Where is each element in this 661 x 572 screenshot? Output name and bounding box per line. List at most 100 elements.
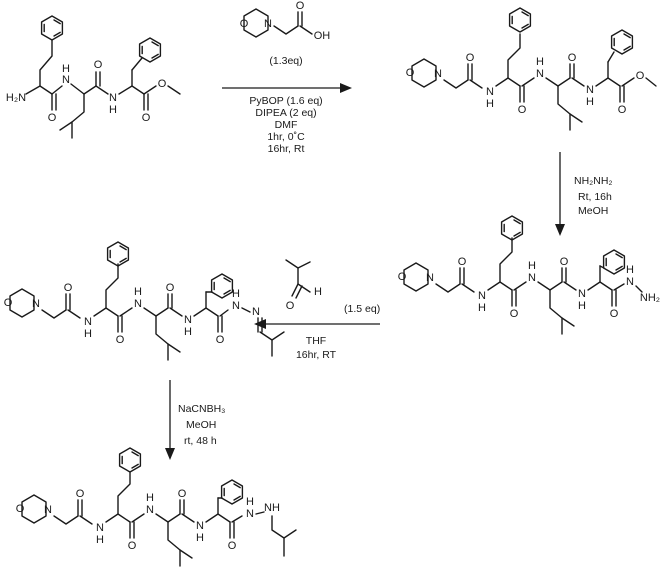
amide-n-label: N bbox=[109, 92, 117, 104]
molecule-starting-tripeptide: H₂N O N H O N H O O bbox=[6, 15, 181, 139]
molecule-alkyl-hydrazide-product: O N O N H O N H O N H O N H bbox=[16, 447, 297, 567]
amide-h-label: H bbox=[536, 56, 544, 68]
morpholine-o-label: O bbox=[406, 67, 415, 79]
hydrazide-hn-label: N bbox=[246, 508, 254, 520]
step-1-condition-line: 16hr, Rt bbox=[268, 143, 305, 155]
morpholine-n-label: N bbox=[426, 272, 434, 284]
amide-h-label: H bbox=[62, 63, 70, 75]
hydrazide-h-label: H bbox=[626, 264, 634, 276]
morpholine-o-label: O bbox=[240, 18, 249, 30]
carbonyl-o-label: O bbox=[76, 488, 85, 500]
amide-n-label: N bbox=[586, 84, 594, 96]
amide-h-label: H bbox=[586, 96, 594, 108]
amide-n-label: N bbox=[196, 520, 204, 532]
amide-n-label: N bbox=[84, 316, 92, 328]
step-4-condition-line: MeOH bbox=[186, 419, 216, 431]
carbonyl-o-label: O bbox=[216, 334, 225, 346]
amide-h-label: H bbox=[134, 286, 142, 298]
carbonyl-o-label: O bbox=[178, 488, 187, 500]
amide-h-label: H bbox=[528, 260, 536, 272]
amide-n-label: N bbox=[578, 288, 586, 300]
morpholine-o-label: O bbox=[398, 271, 407, 283]
morpholine-n-label: N bbox=[434, 68, 442, 80]
step-1-condition-line: 1hr, 0˚C bbox=[267, 131, 305, 143]
carbonyl-o-label: O bbox=[518, 104, 527, 116]
carbonyl-o-label: O bbox=[568, 52, 577, 64]
step-1-conditions: O N O OH (1.3eq) PyBOP (1.6 eq) DIPEA (2… bbox=[222, 0, 352, 155]
amide-n-label: N bbox=[96, 522, 104, 534]
amine-label: H₂N bbox=[6, 92, 26, 104]
acid-oh-label: OH bbox=[314, 30, 331, 42]
step-2-conditions: NH₂NH₂ Rt, 16h MeOH bbox=[555, 152, 612, 236]
amide-h-label: H bbox=[109, 104, 117, 116]
amide-n-label: N bbox=[536, 68, 544, 80]
step-1-condition-line: PyBOP (1.6 eq) bbox=[249, 95, 322, 107]
ester-o-label: O bbox=[158, 78, 167, 90]
hydrazone-nh-label: N bbox=[232, 300, 240, 312]
molecule-hydrazone: O N O N H O N H O N H O N H bbox=[4, 241, 285, 361]
amide-n-label: N bbox=[184, 314, 192, 326]
ester-o-label: O bbox=[142, 112, 151, 124]
carbonyl-o-label: O bbox=[94, 59, 103, 71]
amide-h-label: H bbox=[486, 98, 494, 110]
morpholine-o-label: O bbox=[4, 297, 13, 309]
morpholine-n-label: N bbox=[264, 18, 272, 30]
aldehyde-o-label: O bbox=[286, 300, 295, 312]
amide-h-label: H bbox=[146, 492, 154, 504]
step-1-condition-line: DMF bbox=[275, 119, 298, 131]
step-3-condition-line: 16hr, RT bbox=[296, 349, 337, 361]
amide-h-label: H bbox=[96, 534, 104, 546]
carbonyl-o-label: O bbox=[116, 334, 125, 346]
step-4-condition-line: NaCNBH₃ bbox=[178, 403, 225, 415]
carbonyl-o-label: O bbox=[466, 52, 475, 64]
carbonyl-o-label: O bbox=[610, 308, 619, 320]
hydrazide-n-label: N bbox=[626, 276, 634, 288]
hydrazone-n-label: N bbox=[252, 306, 260, 318]
carbonyl-o-label: O bbox=[48, 112, 57, 124]
step-2-condition-line: NH₂NH₂ bbox=[574, 175, 612, 187]
ester-o-label: O bbox=[618, 104, 627, 116]
step-3-condition-line: THF bbox=[306, 335, 326, 347]
amide-n-label: N bbox=[478, 290, 486, 302]
morpholine-n-label: N bbox=[32, 298, 40, 310]
amide-n-label: N bbox=[146, 504, 154, 516]
molecule-hydrazide: O N O N H O N H O N H O N H bbox=[398, 215, 660, 335]
amide-n-label: N bbox=[528, 272, 536, 284]
step-3-conditions: O H (1.5 eq) THF 16hr, RT bbox=[254, 259, 380, 361]
hydrazide-nh2-label: NH₂ bbox=[640, 292, 660, 304]
acid-o-label: O bbox=[296, 0, 305, 12]
amide-h-label: H bbox=[478, 302, 486, 314]
amide-h-label: H bbox=[184, 326, 192, 338]
carbonyl-o-label: O bbox=[128, 540, 137, 552]
amide-n-label: N bbox=[134, 298, 142, 310]
amide-n-label: N bbox=[486, 86, 494, 98]
aldehyde-h-label: H bbox=[314, 286, 322, 298]
morpholine-o-label: O bbox=[16, 503, 25, 515]
carbonyl-o-label: O bbox=[510, 308, 519, 320]
amide-h-label: H bbox=[196, 532, 204, 544]
reagent-isobutyraldehyde: O H bbox=[285, 259, 322, 312]
step-4-conditions: NaCNBH₃ MeOH rt, 48 h bbox=[165, 380, 225, 460]
step-2-condition-line: MeOH bbox=[578, 205, 608, 217]
ester-o-label: O bbox=[636, 70, 645, 82]
step-1-reagent-equiv: (1.3eq) bbox=[269, 55, 302, 67]
carbonyl-o-label: O bbox=[560, 256, 569, 268]
morpholine-n-label: N bbox=[44, 504, 52, 516]
reagent-morpholinoacetic-acid: O N O OH bbox=[240, 0, 331, 42]
hydrazide-nh-label: NH bbox=[264, 502, 280, 514]
molecule-coupled-methyl-ester: O N O N H O N H O N H O O bbox=[406, 7, 657, 131]
carbonyl-o-label: O bbox=[64, 282, 73, 294]
step-2-condition-line: Rt, 16h bbox=[578, 191, 612, 203]
amide-h-label: H bbox=[84, 328, 92, 340]
step-3-reagent-equiv: (1.5 eq) bbox=[344, 303, 380, 315]
carbonyl-o-label: O bbox=[458, 256, 467, 268]
carbonyl-o-label: O bbox=[228, 540, 237, 552]
carbonyl-o-label: O bbox=[166, 282, 175, 294]
step-1-condition-line: DIPEA (2 eq) bbox=[255, 107, 316, 119]
hydrazide-h-label: H bbox=[246, 496, 254, 508]
hydrazone-h-label: H bbox=[232, 288, 240, 300]
amide-h-label: H bbox=[578, 300, 586, 312]
step-4-condition-line: rt, 48 h bbox=[184, 435, 217, 447]
amide-n-label: N bbox=[62, 74, 70, 86]
